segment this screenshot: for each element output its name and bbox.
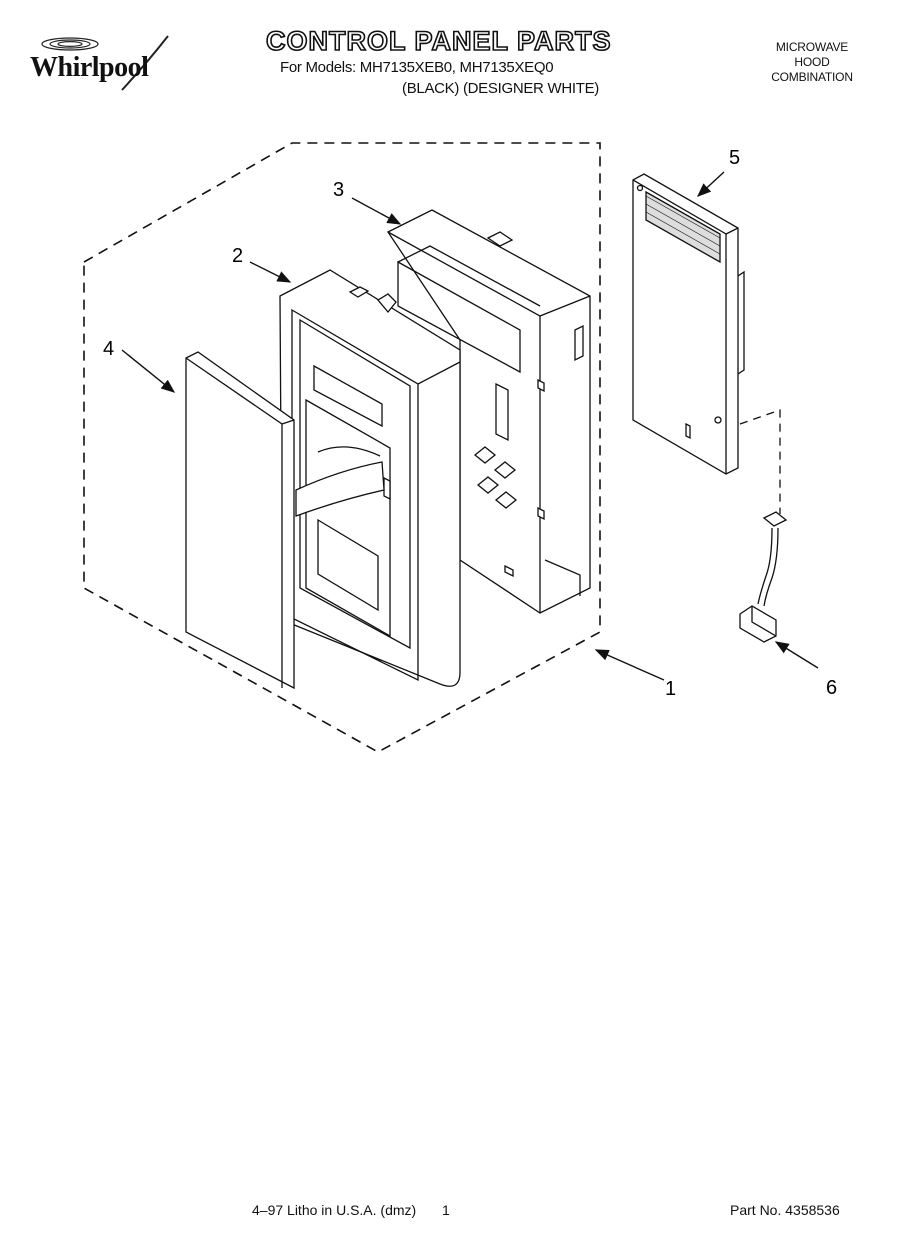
callout-4: 4 bbox=[103, 338, 114, 360]
assembly-boundary bbox=[83, 142, 601, 753]
footer-part-number: Part No. 4358536 bbox=[730, 1202, 840, 1218]
callout-5: 5 bbox=[729, 147, 740, 169]
brand-wordmark: Whirlpool bbox=[30, 52, 149, 83]
control-panel-frame bbox=[279, 269, 461, 687]
wire-harness bbox=[739, 409, 788, 643]
front-overlay bbox=[185, 351, 295, 690]
control-board bbox=[632, 173, 745, 475]
control-housing bbox=[387, 209, 591, 614]
brand-logo bbox=[41, 35, 169, 91]
product-type: MICROWAVE HOOD COMBINATION bbox=[752, 40, 872, 85]
product-type-line-2: HOOD bbox=[794, 55, 830, 69]
callout-2: 2 bbox=[232, 245, 243, 267]
colors-line: (BLACK) (DESIGNER WHITE) bbox=[402, 80, 599, 97]
product-type-line-1: MICROWAVE bbox=[775, 40, 849, 54]
footer-litho: 4–97 Litho in U.S.A. (dmz) bbox=[252, 1202, 417, 1218]
product-type-line-3: COMBINATION bbox=[771, 70, 853, 84]
callout-1: 1 bbox=[665, 678, 676, 700]
callout-6: 6 bbox=[826, 677, 837, 699]
models-line: For Models: MH7135XEB0, MH7135XEQ0 bbox=[280, 59, 554, 76]
callout-3: 3 bbox=[333, 179, 344, 201]
page-title: CONTROL PANEL PARTS bbox=[265, 25, 612, 57]
footer-page-number: 1 bbox=[442, 1202, 450, 1218]
